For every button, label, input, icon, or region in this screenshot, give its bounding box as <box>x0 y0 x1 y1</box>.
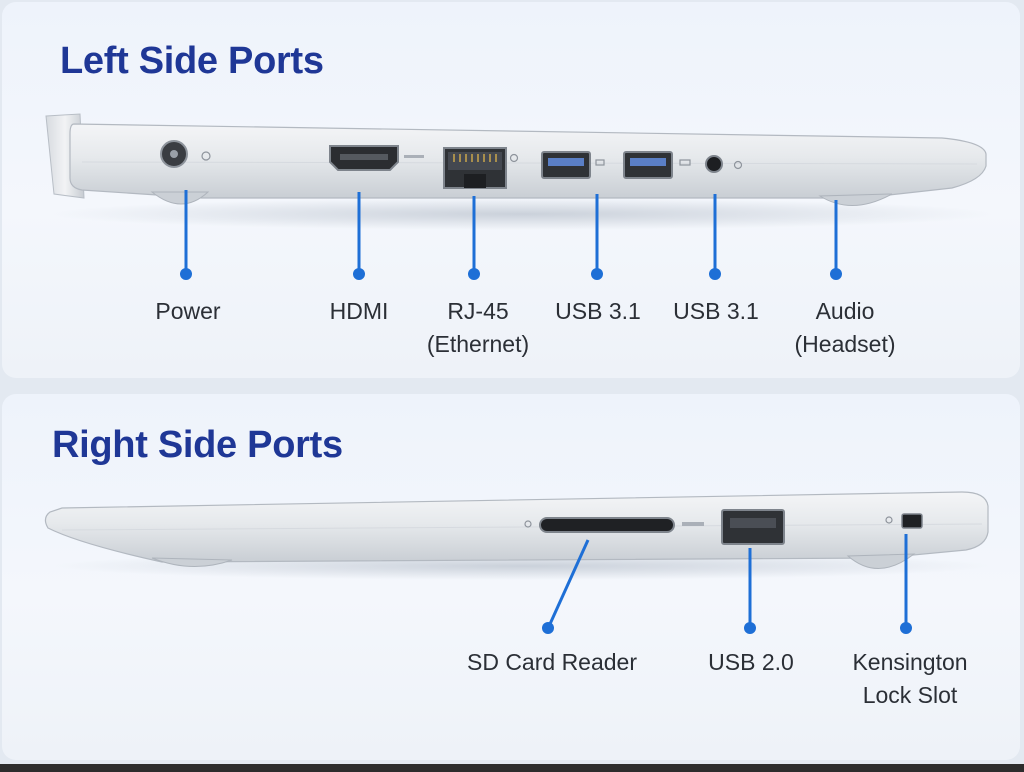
label-hdmi: HDMI <box>329 298 389 324</box>
usb31-port-1 <box>541 151 605 179</box>
rj45-port <box>443 147 519 189</box>
kensington-slot <box>885 513 923 529</box>
right-side-title: Right Side Ports <box>52 424 343 466</box>
body-seam <box>61 523 983 531</box>
right-side-panel: Right Side Ports <box>2 394 1020 760</box>
label-usb31-2: USB 3.1 <box>673 298 759 324</box>
laptop-shadow <box>52 198 992 230</box>
callout-lines <box>548 534 908 625</box>
rubber-foot <box>818 193 893 206</box>
label-audio: Audio (Headset) <box>794 298 896 357</box>
laptop-left-side-illustration <box>45 113 992 280</box>
laptop-body-left <box>69 123 987 199</box>
label-sd-card-reader: SD Card Reader <box>466 649 638 675</box>
label-power: Power <box>155 298 221 324</box>
laptop-right-side-illustration <box>44 491 992 634</box>
callout-lines <box>184 190 838 270</box>
audio-jack <box>705 155 743 173</box>
rubber-foot <box>846 553 916 569</box>
power-port <box>160 140 211 168</box>
usb20-port <box>721 509 785 545</box>
usb31-port-2 <box>623 151 691 179</box>
hdmi-port <box>329 145 424 171</box>
callout-dots <box>542 622 912 634</box>
sd-card-slot <box>524 517 704 533</box>
rubber-foot <box>150 191 210 205</box>
callout-dots <box>180 268 842 280</box>
left-side-title: Left Side Ports <box>60 40 324 82</box>
label-usb20: USB 2.0 <box>708 649 794 675</box>
bottom-border <box>0 764 1024 772</box>
body-seam <box>81 161 978 165</box>
label-rj45: RJ-45 (Ethernet) <box>426 298 530 357</box>
label-kensington: Kensington Lock Slot <box>852 649 968 708</box>
label-usb31-1: USB 3.1 <box>555 298 641 324</box>
left-side-panel: Left Side Ports <box>2 2 1020 378</box>
rubber-foot <box>151 557 233 567</box>
